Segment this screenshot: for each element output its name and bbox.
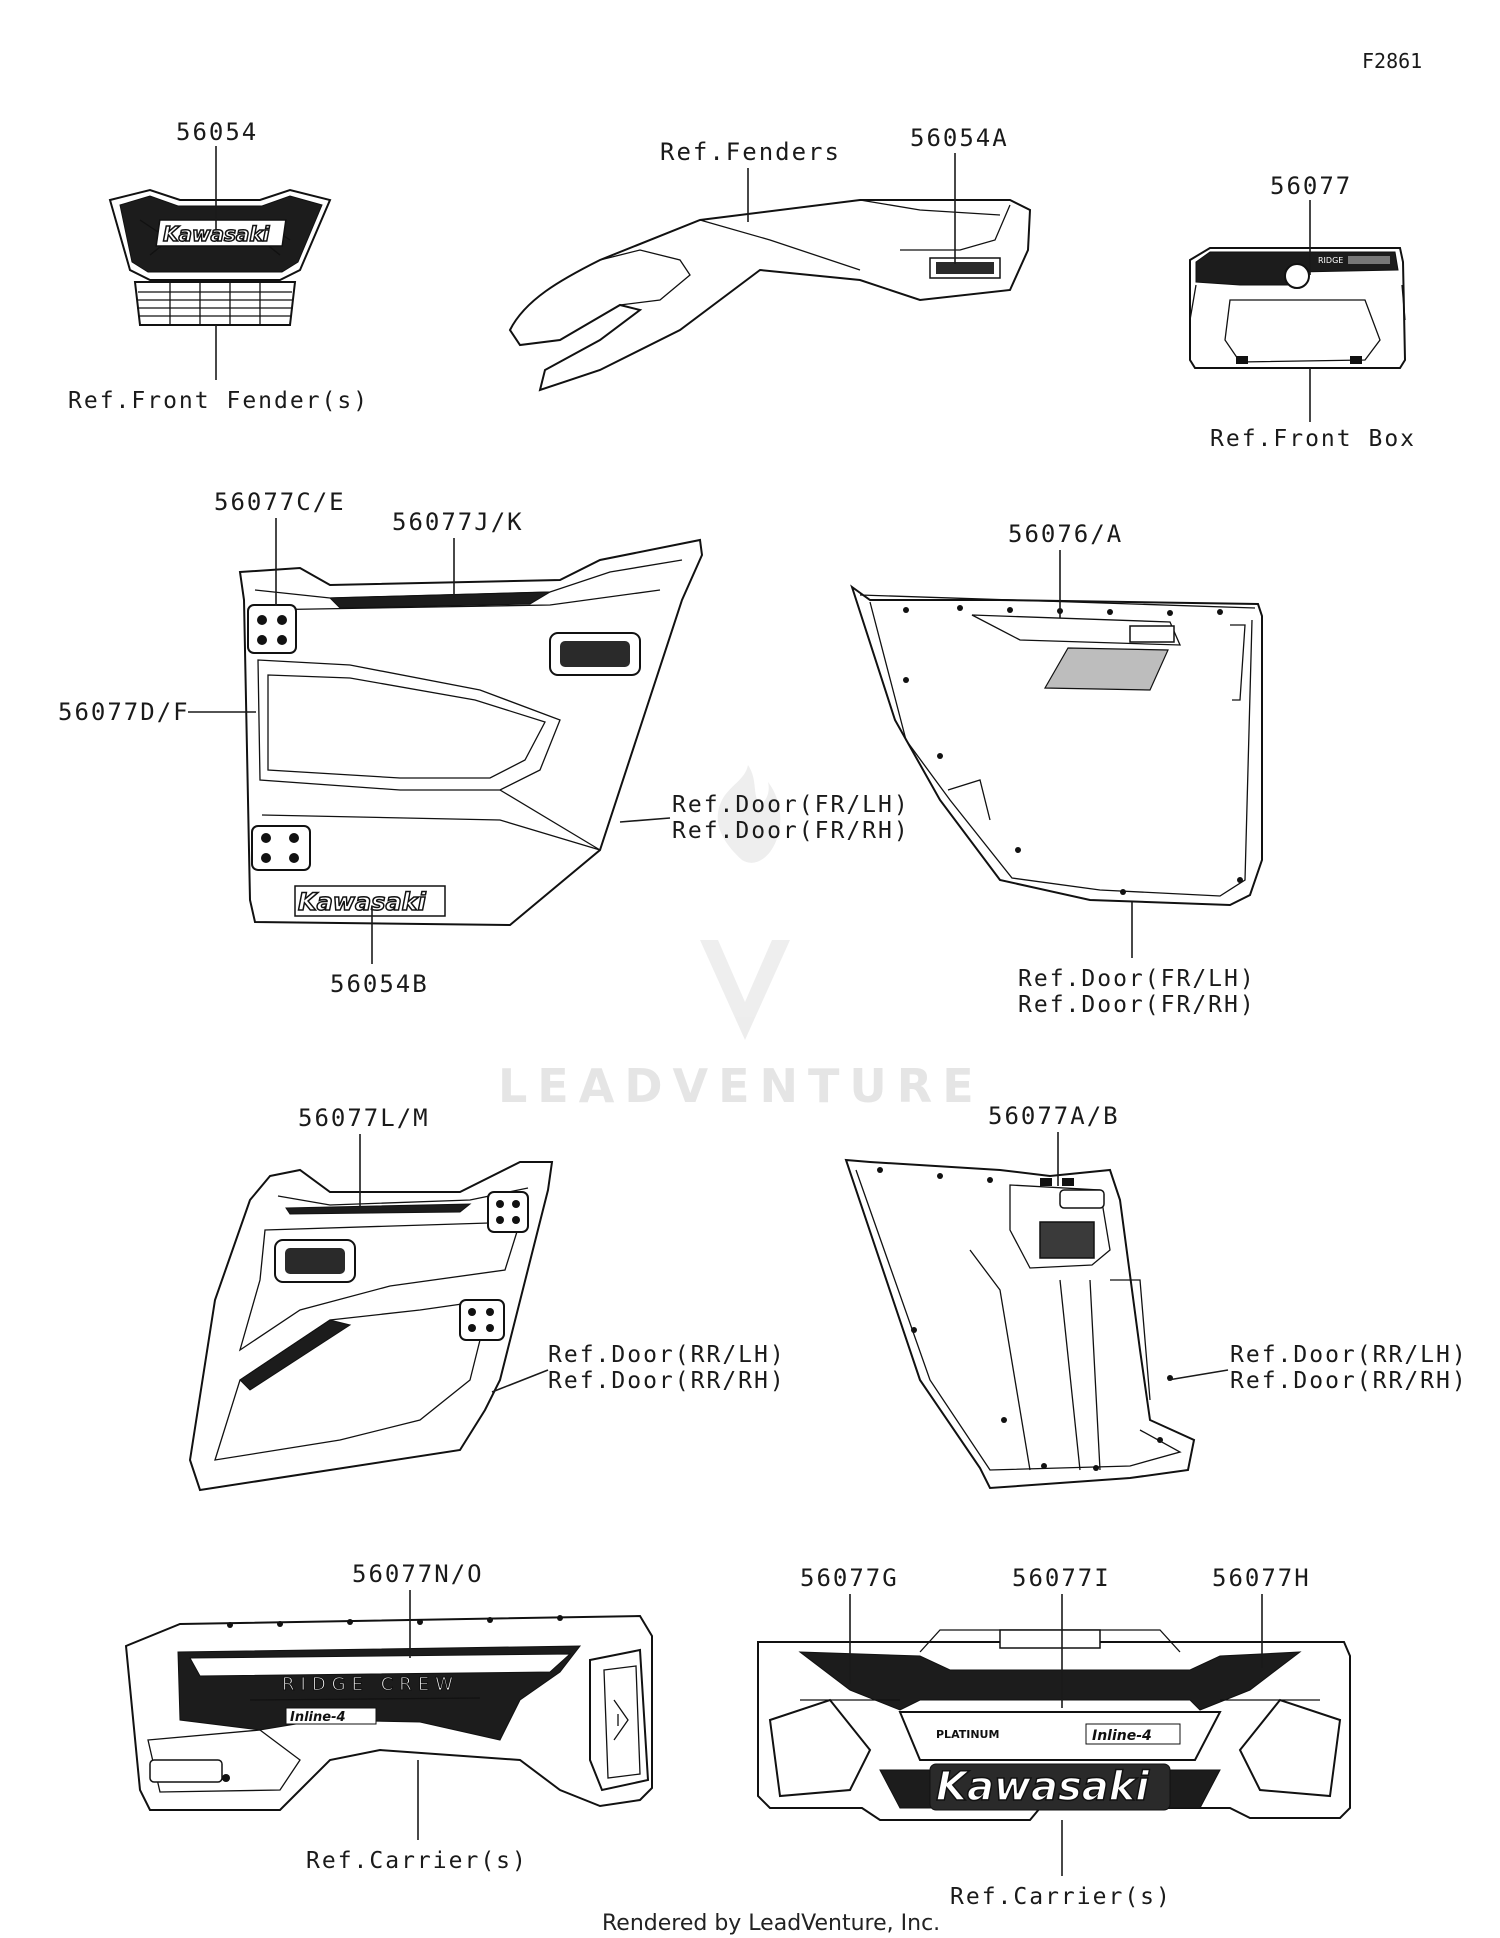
rear-carrier: PLATINUM Inline-4 Kawasaki	[757, 1629, 1351, 1821]
front-door-outer: Kawasaki	[238, 538, 704, 927]
ref-front-box: Ref.Front Box	[1210, 426, 1416, 452]
label-56077LM: 56077L/M	[298, 1104, 430, 1132]
rear-door-inner	[844, 1158, 1196, 1490]
rear-door-outer	[188, 1161, 554, 1492]
ref-door-fr-lh-1: Ref.Door(FR/LH)	[672, 792, 910, 818]
label-56077NO: 56077N/O	[352, 1560, 484, 1588]
label-56054A: 56054A	[910, 124, 1009, 152]
fender-ridge-decal	[936, 262, 994, 274]
figure-id: F2861	[1362, 49, 1422, 73]
ref-front-fenders: Ref.Front Fender(s)	[68, 388, 369, 414]
ref-fenders-label: Ref.Fenders	[660, 138, 841, 166]
rear-door-hinge-lower	[459, 1299, 505, 1341]
label-56077CE: 56077C/E	[214, 488, 346, 516]
label-56077G: 56077G	[800, 1564, 899, 1592]
label-56077: 56077	[1270, 172, 1352, 200]
ref-door-fr-lh-2: Ref.Door(FR/LH)	[1018, 966, 1256, 992]
leader-door-rr-2	[1167, 1369, 1229, 1381]
label-56077JK: 56077J/K	[392, 508, 524, 536]
label-56077DF: 56077D/F	[58, 698, 190, 726]
platinum-decal: PLATINUM	[936, 1728, 999, 1741]
ref-door-fr-rh-1: Ref.Door(FR/RH)	[672, 818, 910, 844]
ref-door-fr-rh-2: Ref.Door(FR/RH)	[1018, 992, 1256, 1018]
label-56077AB: 56077A/B	[988, 1102, 1120, 1130]
door-kawasaki-decal: Kawasaki	[298, 888, 427, 916]
front-fender-grille: Kawasaki	[108, 188, 332, 326]
ref-carriers-2: Ref.Carrier(s)	[950, 1884, 1172, 1910]
rear-inline4-decal: Inline-4	[1092, 1728, 1152, 1744]
box-ridge-decal: RIDGE	[1318, 256, 1343, 265]
watermark-text: LEADVENTURE	[498, 1059, 984, 1113]
footer-credit: Rendered by LeadVenture, Inc.	[602, 1911, 940, 1936]
grille-kawasaki-decal: Kawasaki	[163, 222, 271, 246]
front-door-hinge-lower	[251, 825, 311, 871]
label-56054B: 56054B	[330, 970, 429, 998]
ref-carriers-1: Ref.Carrier(s)	[306, 1848, 528, 1874]
ridge-crew-decal: RIDGE CREW	[282, 1674, 459, 1695]
ref-door-rr-lh-1: Ref.Door(RR/LH)	[548, 1342, 786, 1368]
label-56077I: 56077I	[1012, 1564, 1111, 1592]
fender-panel	[508, 199, 1032, 392]
side-inline4-decal: Inline-4	[290, 1710, 346, 1725]
side-carrier: RIDGE CREW Inline-4	[124, 1614, 653, 1811]
ref-door-rr-lh-2: Ref.Door(RR/LH)	[1230, 1342, 1468, 1368]
label-56054: 56054	[176, 118, 258, 146]
leader-door-fr-1	[619, 817, 671, 823]
front-door-inner	[850, 584, 1263, 907]
rear-door-hinge-upper	[487, 1191, 529, 1233]
carrier-kawasaki-decal: Kawasaki	[936, 1764, 1150, 1810]
front-box: RIDGE	[1189, 247, 1407, 369]
leadventure-watermark: LEADVENTURE	[498, 765, 984, 1113]
front-door-hinge-upper	[247, 604, 297, 654]
label-56076A: 56076/A	[1008, 520, 1123, 548]
ref-door-rr-rh-1: Ref.Door(RR/RH)	[548, 1368, 786, 1394]
label-56077H: 56077H	[1212, 1564, 1311, 1592]
leader-door-rr-1	[491, 1369, 549, 1393]
ref-door-rr-rh-2: Ref.Door(RR/RH)	[1230, 1368, 1468, 1394]
